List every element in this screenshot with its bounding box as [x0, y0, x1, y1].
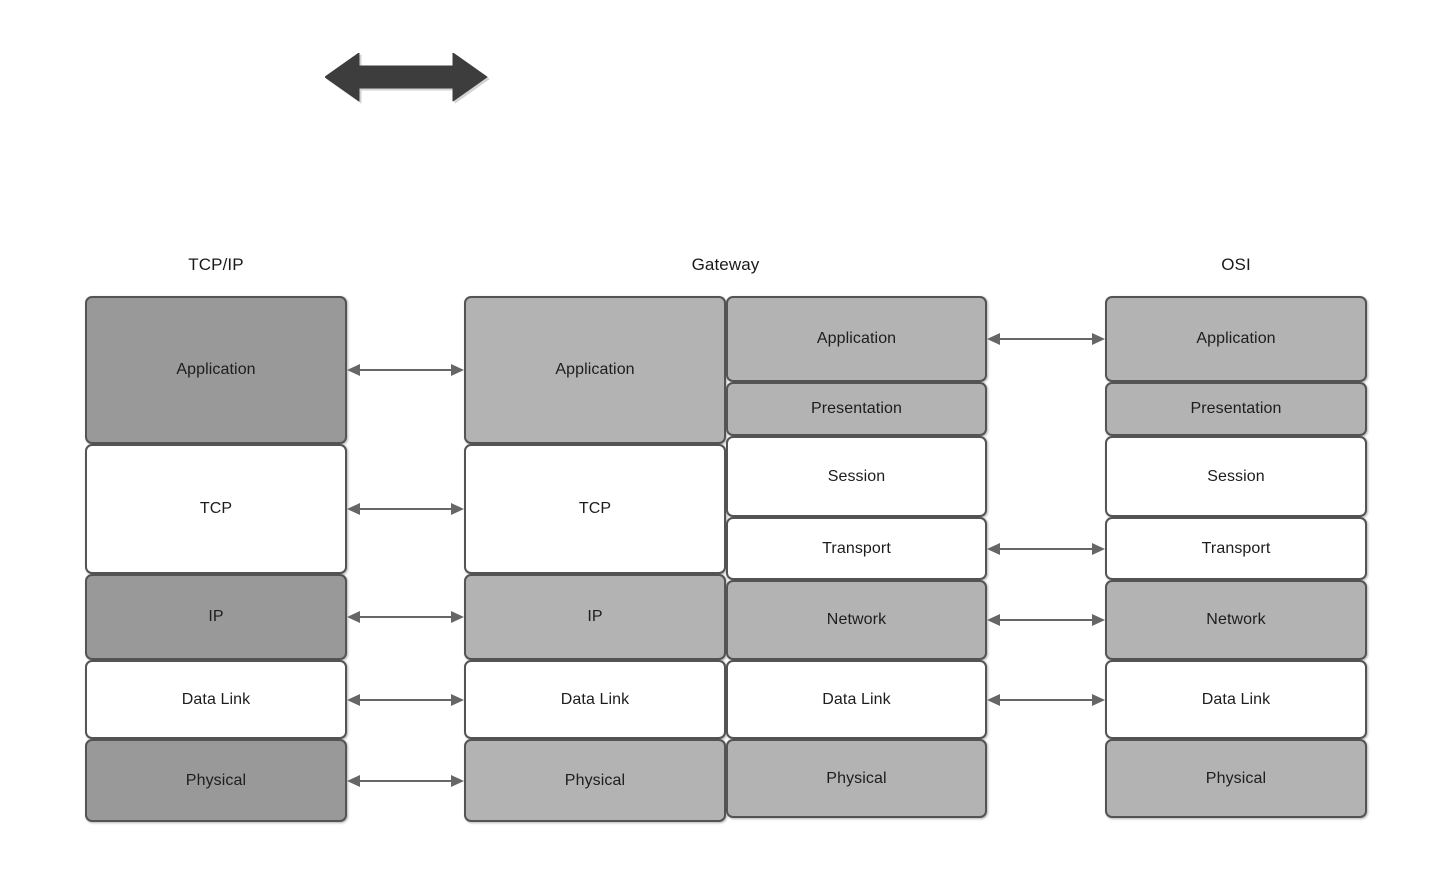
column-caption-tcpip: TCP/IP — [188, 255, 244, 274]
gateway-left-layer-data-link[interactable]: Data Link — [464, 660, 726, 739]
osi-layer-application[interactable]: Application — [1105, 296, 1367, 382]
gateway-right-layer-physical[interactable]: Physical — [726, 739, 987, 818]
tcpip-layer-physical[interactable]: Physical — [85, 739, 347, 822]
gateway-left-layer-physical[interactable]: Physical — [464, 739, 726, 822]
layer-label: Physical — [185, 771, 247, 789]
column-caption-osi: OSI — [1221, 255, 1251, 274]
layer-label: Physical — [826, 769, 887, 787]
layer-label: Transport — [822, 539, 891, 557]
connector-left-data-link — [347, 690, 464, 710]
layer-label: Network — [1206, 611, 1266, 628]
layer-label: Network — [826, 611, 887, 628]
osi-layer-session[interactable]: Session — [1105, 436, 1367, 517]
gateway-right-layer-transport[interactable]: Transport — [726, 517, 987, 580]
gateway-right-layer-application[interactable]: Application — [726, 296, 987, 382]
tcpip-layer-application[interactable]: Application — [85, 296, 347, 444]
gateway-left-layer-tcp[interactable]: TCP — [464, 444, 726, 574]
layer-label: IP — [587, 608, 603, 625]
layer-label: Physical — [1205, 769, 1267, 787]
layer-label: Session — [827, 467, 886, 485]
connector-right-network — [987, 610, 1105, 630]
layer-label: Application — [176, 361, 256, 378]
osi-layer-physical[interactable]: Physical — [1105, 739, 1367, 818]
double-headed-arrow-icon — [325, 53, 493, 107]
layer-label: Presentation — [1190, 400, 1282, 417]
layer-label: Physical — [564, 771, 626, 789]
tcpip-layer-data-link[interactable]: Data Link — [85, 660, 347, 739]
layer-label: Data Link — [1201, 690, 1271, 708]
layer-label: Application — [555, 361, 635, 378]
layer-label: Application — [816, 330, 897, 347]
gateway-right-layer-session[interactable]: Session — [726, 436, 987, 517]
connector-left-ip — [347, 607, 464, 627]
connector-right-transport — [987, 539, 1105, 559]
osi-layer-transport[interactable]: Transport — [1105, 517, 1367, 580]
osi-layer-data-link[interactable]: Data Link — [1105, 660, 1367, 739]
gateway-left-layer-application[interactable]: Application — [464, 296, 726, 444]
column-caption-gateway: Gateway — [691, 255, 760, 274]
layer-label: Application — [1196, 330, 1276, 347]
gateway-right-layer-network[interactable]: Network — [726, 580, 987, 660]
layer-label: Presentation — [810, 400, 903, 417]
tcpip-layer-tcp[interactable]: TCP — [85, 444, 347, 574]
layer-label: Data Link — [181, 690, 251, 708]
osi-layer-presentation[interactable]: Presentation — [1105, 382, 1367, 436]
gateway-left-layer-ip[interactable]: IP — [464, 574, 726, 660]
connector-left-physical — [347, 771, 464, 791]
gateway-right-layer-presentation[interactable]: Presentation — [726, 382, 987, 436]
layer-label: IP — [208, 608, 224, 625]
layer-label: Data Link — [560, 690, 630, 708]
layer-label: Transport — [1201, 539, 1271, 557]
connector-right-data-link — [987, 690, 1105, 710]
connector-left-application — [347, 360, 464, 380]
layer-label: TCP — [578, 500, 612, 517]
tcpip-layer-ip[interactable]: IP — [85, 574, 347, 660]
layer-label: TCP — [199, 500, 233, 517]
osi-layer-network[interactable]: Network — [1105, 580, 1367, 660]
gateway-right-layer-data-link[interactable]: Data Link — [726, 660, 987, 739]
layer-label: Session — [1207, 467, 1265, 485]
connector-left-tcp — [347, 499, 464, 519]
connector-right-application — [987, 329, 1105, 349]
layer-label: Data Link — [822, 690, 891, 708]
